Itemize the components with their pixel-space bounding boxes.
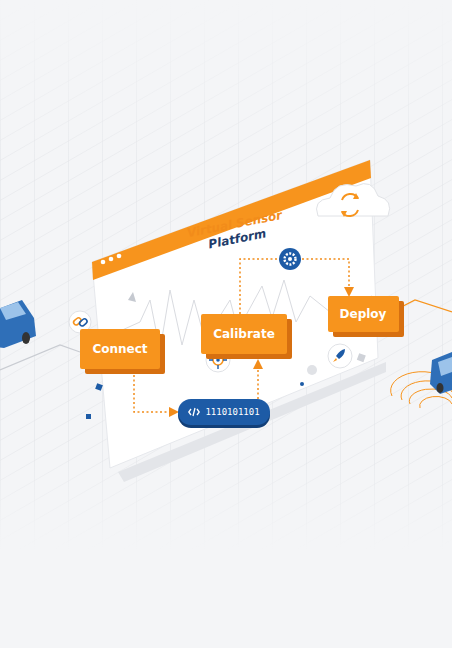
panel-title: Virtual Sensor Platform [175,206,297,258]
flow-arrow [134,375,178,412]
flow-arrow [257,360,259,399]
gear-icon [279,248,301,270]
process-box: Calibrate [201,314,287,354]
car-left [0,300,36,348]
process-box: Deploy [328,296,399,332]
node-label: Connect [92,342,147,356]
node-label: Calibrate [213,327,275,341]
process-box: Connect [80,329,160,369]
car-right [391,352,452,408]
node-label: Deploy [340,307,387,321]
node-label: 1110101101 [205,407,259,417]
code-icon [188,407,200,417]
rocket-icon [328,344,352,368]
cloud-sync [317,184,390,217]
data-chip: 1110101101 [178,399,270,425]
